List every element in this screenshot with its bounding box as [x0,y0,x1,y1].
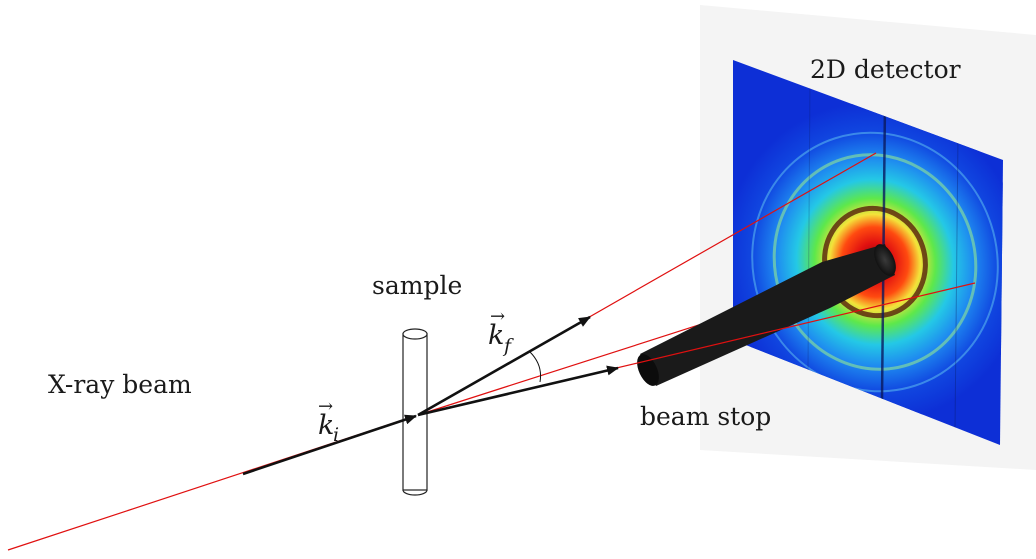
beam-stop-body [640,244,895,386]
k-scattered-label: → k f [488,306,514,357]
k-incident-subscript: i [333,424,339,446]
xray-beam-label: X-ray beam [48,370,192,399]
k-incident-label: → k i [318,396,339,446]
k-scattered-subscript: f [502,335,514,357]
detector-module-gap [954,134,959,431]
k-direct-arrow [417,365,619,417]
k-scattered-arrow [417,315,591,417]
k-incident-vector-mark: → [318,396,333,417]
sample-cylinder-top [402,328,428,340]
scattering-angle-arc [529,351,541,383]
detector-module-gap [807,74,811,371]
k-incident-arrow [242,414,417,476]
k-scattered-vector-mark: → [490,306,505,327]
beam-stop-label: beam stop [640,402,771,431]
beam-stop-tip [874,244,896,276]
detector-label: 2D detector [810,55,961,84]
k-incident-symbol: k [318,410,334,441]
sample-cylinder-bottom [402,489,428,496]
k-scattered-symbol: k [488,320,504,351]
sample-label: sample [372,271,462,300]
